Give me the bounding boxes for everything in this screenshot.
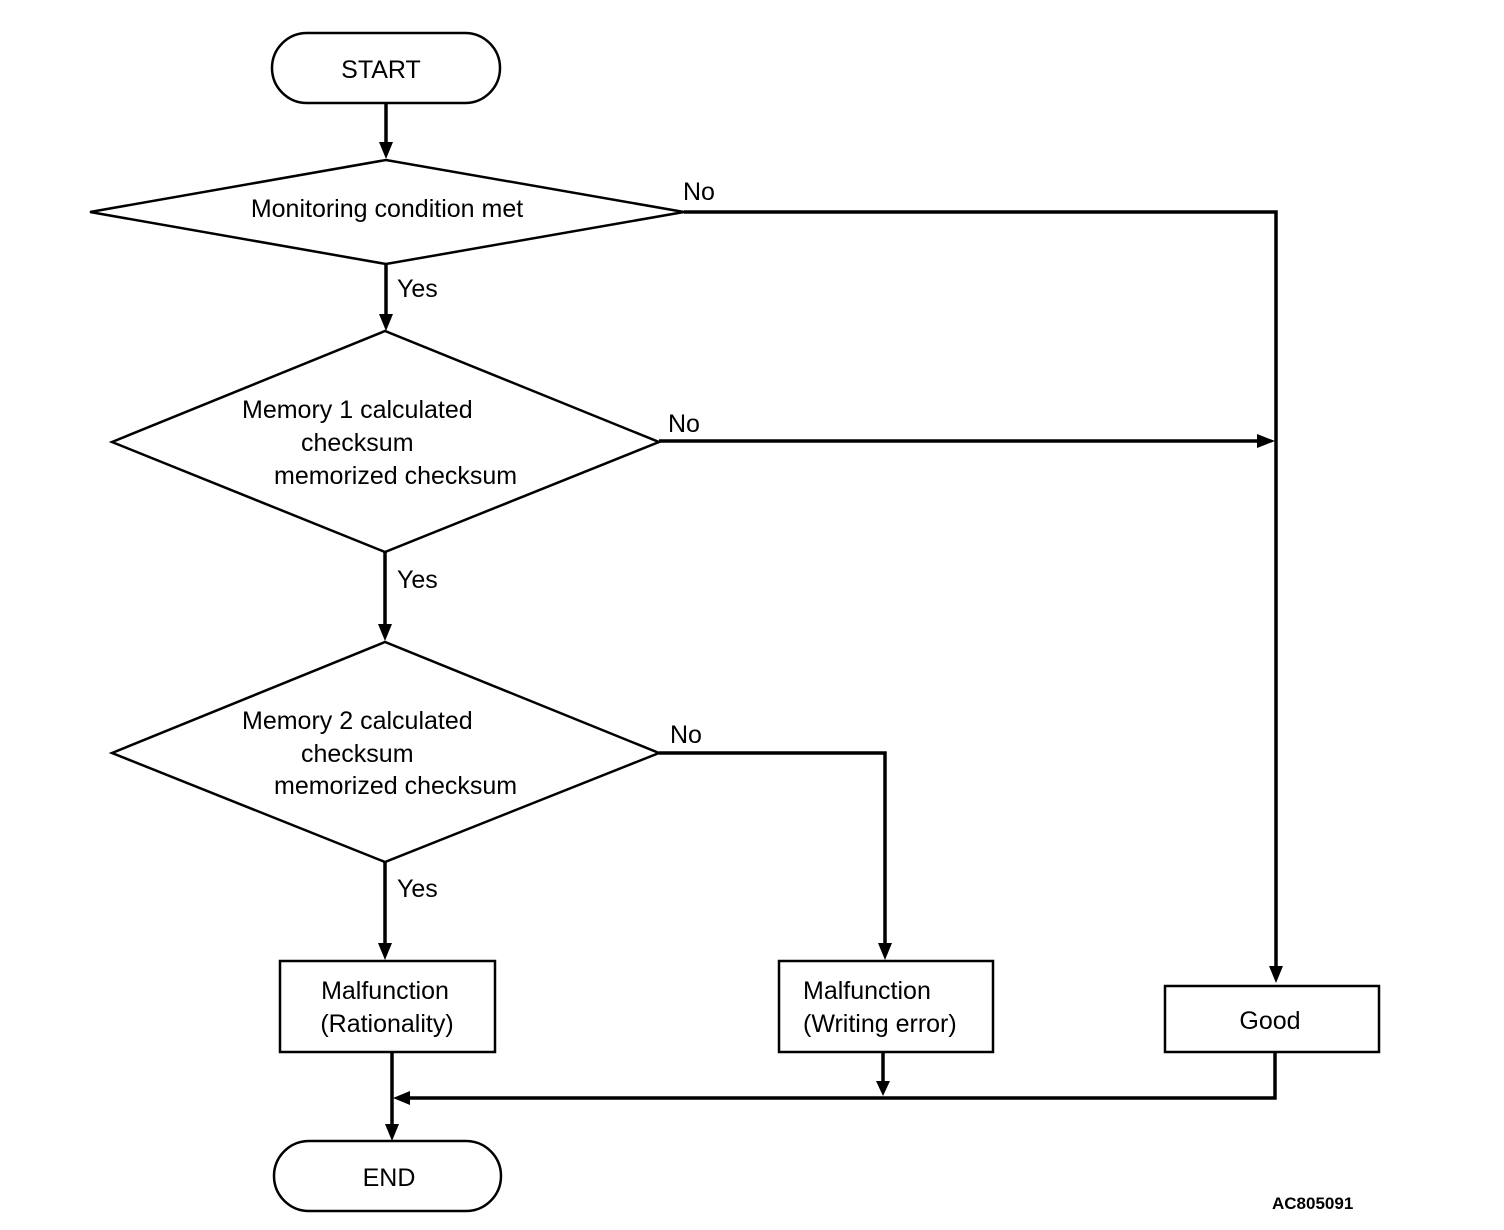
decision3-label-line1: Memory 2 calculated (242, 707, 473, 735)
decision2-label-line1: Memory 1 calculated (242, 396, 473, 424)
decision2-label-line3: memorized checksum (274, 462, 517, 490)
connector-d1-yes (379, 264, 393, 331)
malfunction-rationality-line2: (Rationality) (320, 1010, 453, 1038)
d1-yes-label: Yes (397, 275, 438, 303)
connector-writing-error-down (876, 1052, 890, 1096)
figure-id: AC805091 (1272, 1194, 1353, 1213)
connector-d1-no (684, 210, 1283, 983)
d3-no-label: No (670, 721, 702, 749)
d2-yes-label: Yes (397, 566, 438, 594)
start-label: START (341, 56, 421, 84)
connector-rationality-to-end (385, 1052, 399, 1141)
decision1-label: Monitoring condition met (251, 195, 523, 223)
malfunction-writing-line1: Malfunction (803, 977, 931, 1005)
connector-start-to-d1 (379, 103, 393, 159)
connector-d3-yes (378, 862, 392, 960)
decision3-label-line3: memorized checksum (274, 772, 517, 800)
malfunction-writing-line2: (Writing error) (803, 1010, 957, 1038)
end-terminal (272, 1139, 503, 1213)
malfunction-rationality-line1: Malfunction (321, 977, 449, 1005)
d1-no-label: No (683, 178, 715, 206)
decision2-label-line2: checksum (301, 429, 414, 457)
good-label: Good (1239, 1007, 1300, 1035)
good-box (1163, 984, 1381, 1054)
connector-d2-no (659, 434, 1275, 448)
end-label: END (363, 1164, 416, 1192)
decision3-label-line2: checksum (301, 740, 414, 768)
connector-good-to-end (393, 1052, 1277, 1105)
malfunction-writing-error-box (777, 959, 995, 1054)
malfunction-rationality-box (278, 959, 497, 1054)
connector-d2-yes (378, 552, 392, 641)
d2-no-label: No (668, 410, 700, 438)
d3-yes-label: Yes (397, 875, 438, 903)
connector-d3-no (659, 751, 892, 960)
